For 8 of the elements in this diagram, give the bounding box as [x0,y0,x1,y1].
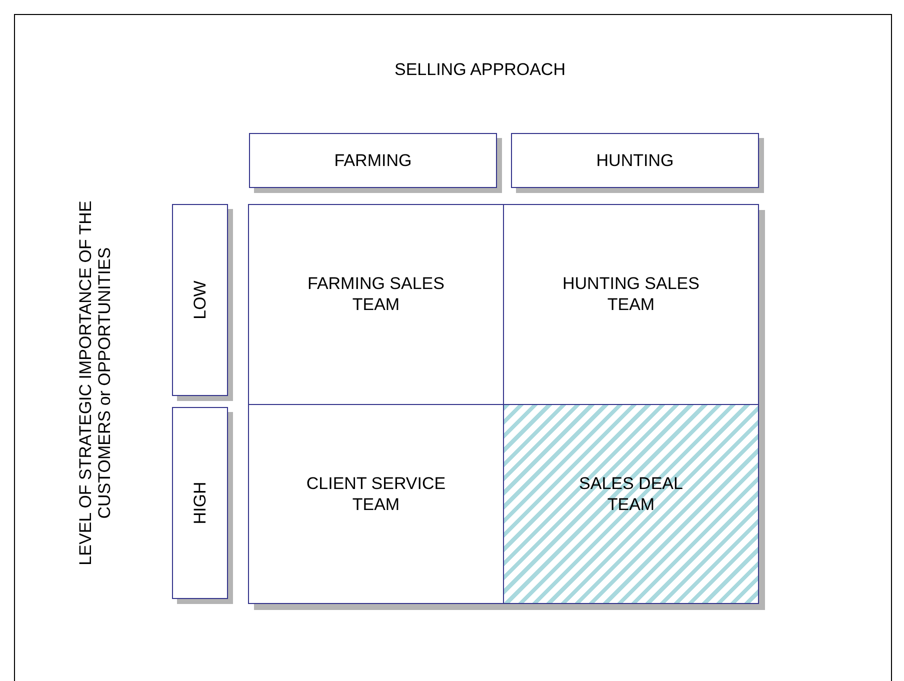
axis-title: LEVEL OF STRATEGIC IMPORTANCE OF THE CUSTOMERS or OPPORTUNITIES [76,200,114,568]
axis-title: SELLING APPROACH [393,60,566,80]
row-header-label: LOW [190,280,210,320]
matrix-cell: CLIENT SERVICE TEAM [248,404,504,604]
matrix-cell: HUNTING SALES TEAM [503,204,759,405]
row-header-label: HIGH [190,482,210,524]
hatched-matrix-cell: SALES DEAL TEAM [503,404,759,604]
matrix-cell: FARMING SALES TEAM [248,204,504,405]
